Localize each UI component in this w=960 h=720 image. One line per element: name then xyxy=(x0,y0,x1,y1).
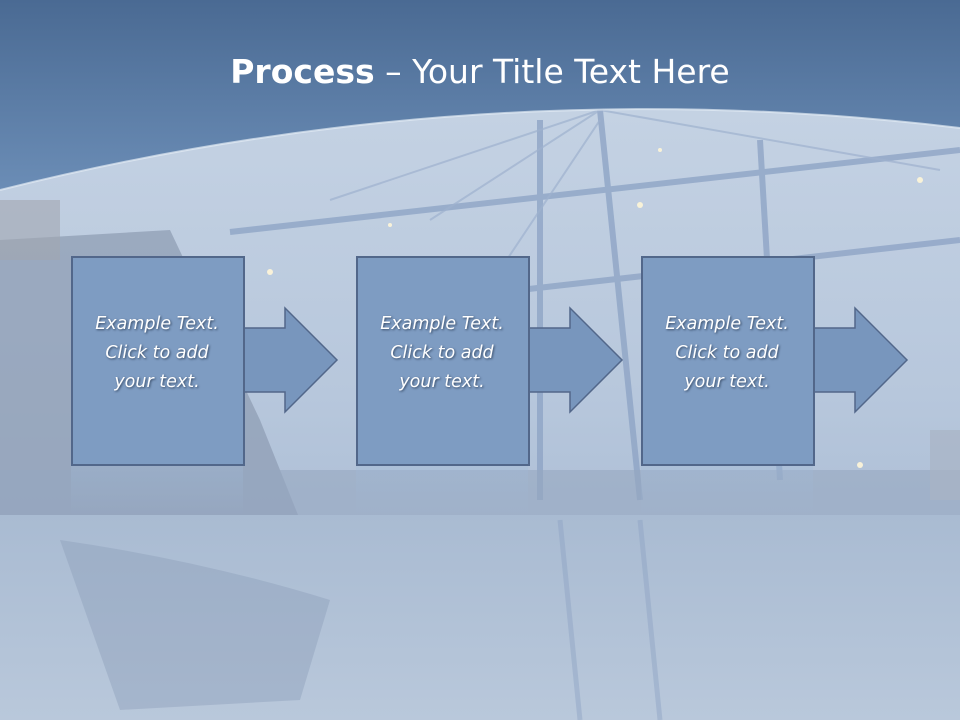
title-bold: Process xyxy=(230,52,375,91)
process-step-2-arrow xyxy=(356,256,624,466)
process-step-3-arrow xyxy=(641,256,909,466)
slide-title: Process – Your Title Text Here xyxy=(0,52,960,91)
process-step-1-reflection xyxy=(71,466,243,516)
process-step-1-text[interactable]: Example Text. Click to add your text. xyxy=(95,314,219,392)
process-step-3-reflection xyxy=(641,466,813,516)
process-step-1-arrow xyxy=(71,256,339,466)
title-rest: – Your Title Text Here xyxy=(374,52,730,91)
process-step-2-text[interactable]: Example Text. Click to add your text. xyxy=(380,314,504,392)
process-step-3-text[interactable]: Example Text. Click to add your text. xyxy=(665,314,789,392)
process-step-2-reflection xyxy=(356,466,528,516)
